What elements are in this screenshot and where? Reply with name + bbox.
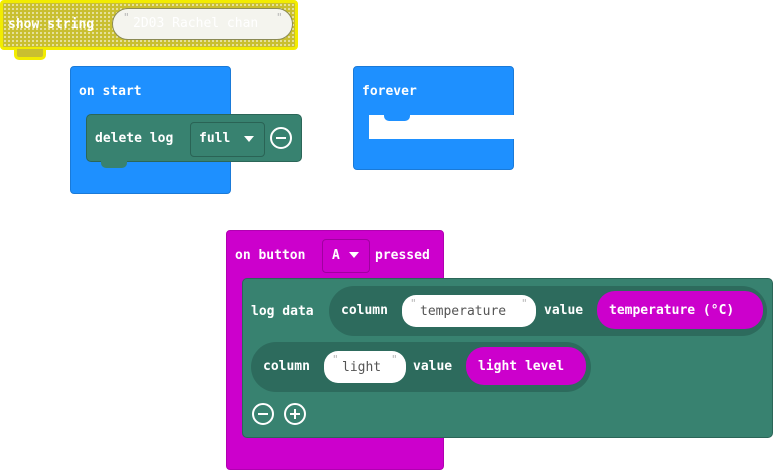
column-label: column [341,303,388,318]
quote-open: " [123,11,130,24]
forever-block[interactable]: forever [353,66,515,170]
delete-log-dropdown[interactable]: full [190,122,265,157]
chevron-down-icon [244,136,254,142]
show-string-block[interactable]: show string " 2D03 Rachel chan " [0,0,298,50]
light-level-reporter[interactable]: light level [466,347,586,385]
quote-close: " [391,353,398,366]
light-level-reporter-label: light level [478,359,565,374]
quote-close: " [276,11,283,24]
forever-slot-notch [384,115,410,121]
column-temperature[interactable]: column " temperature " value temperature… [329,286,767,336]
column-light[interactable]: column " light " value light level [251,342,591,392]
button-dropdown[interactable]: A [322,239,370,273]
value-label: value [413,359,453,374]
temperature-reporter-label: temperature (°C) [609,303,735,318]
column-name-field[interactable]: " light " [324,351,406,383]
column-name-temperature: temperature [420,304,507,319]
forever-label: forever [362,84,417,99]
quote-open: " [410,297,417,310]
column-name-field[interactable]: " temperature " [402,295,536,327]
temperature-reporter[interactable]: temperature (°C) [597,291,763,329]
show-string-value: 2D03 Rachel chan [133,16,259,31]
on-button-label: on button [235,248,306,263]
quote-open: " [332,353,339,366]
chevron-down-icon [349,252,359,258]
quote-close: " [521,297,528,310]
show-string-value-field[interactable]: " 2D03 Rachel chan " [112,8,293,40]
button-value: A [332,248,340,263]
column-name-light: light [342,360,382,375]
column-label: column [263,359,310,374]
value-label: value [544,303,584,318]
delete-log-label: delete log [95,131,174,146]
pressed-label: pressed [375,248,430,263]
delete-log-notch [101,161,127,168]
show-string-notch [14,49,46,60]
show-string-label: show string [8,17,95,32]
log-data-block[interactable]: log data column " temperature " value te… [242,278,773,438]
on-start-label: on start [79,84,142,99]
minus-icon[interactable] [252,403,274,425]
minus-icon[interactable] [270,127,292,149]
plus-icon[interactable] [284,403,306,425]
delete-log-option: full [199,131,231,146]
delete-log-block[interactable]: delete log full [86,114,302,162]
log-data-label: log data [251,304,314,319]
